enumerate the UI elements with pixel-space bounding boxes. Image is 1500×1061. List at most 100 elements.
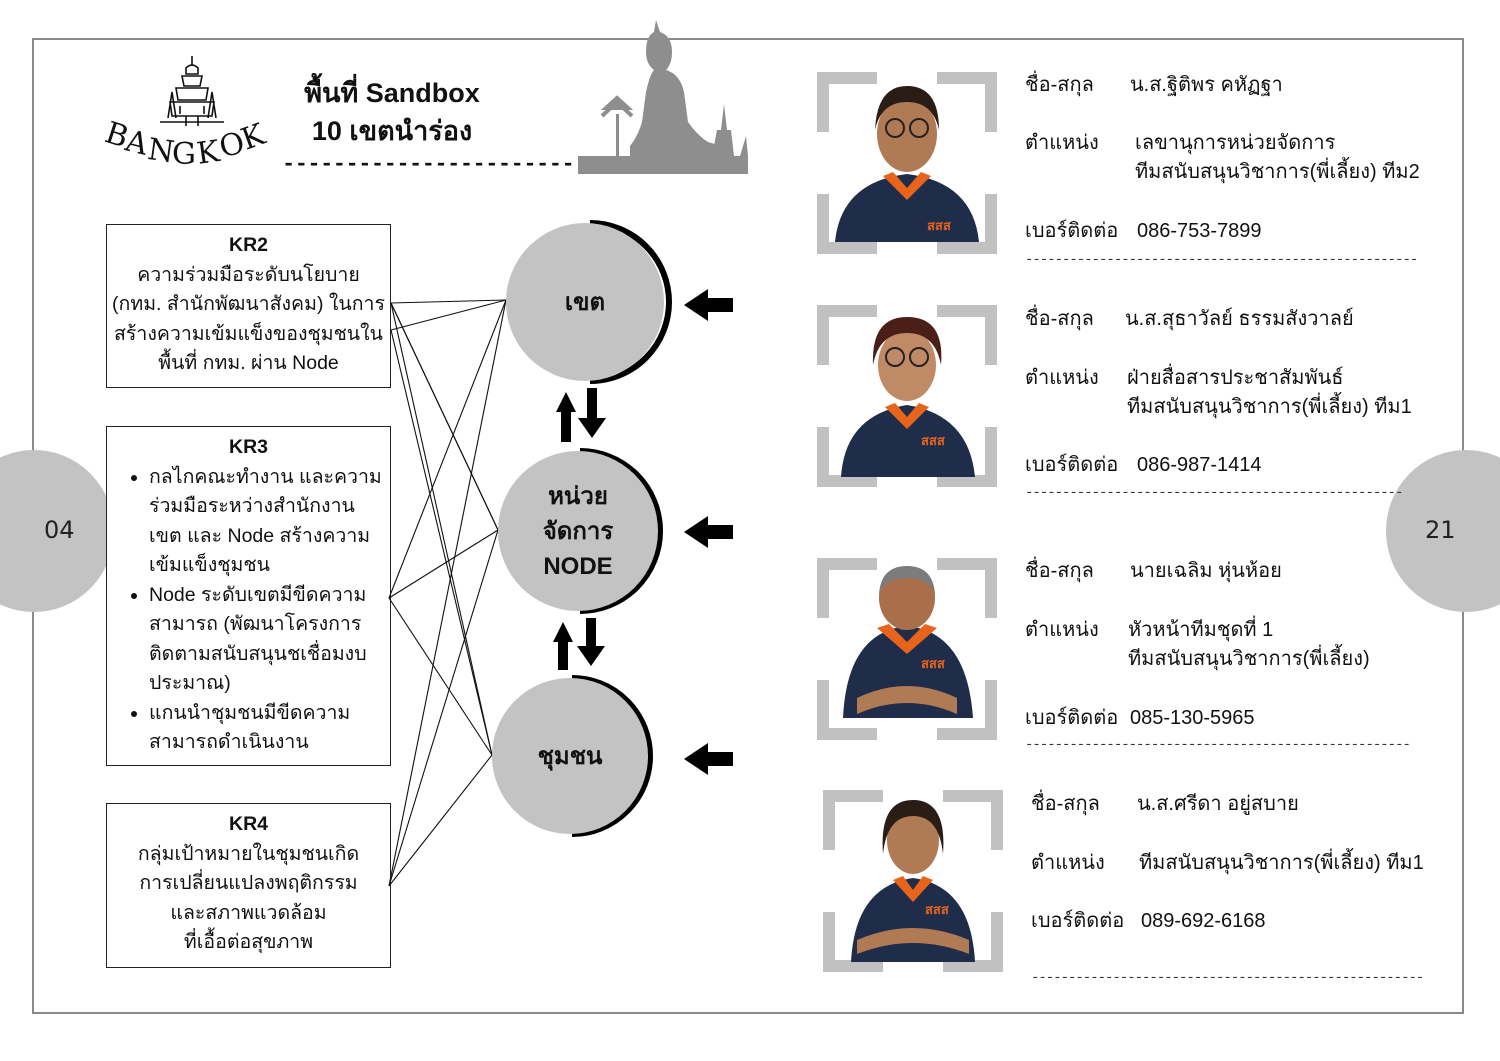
kr3-item: กลไกคณะทำงาน และความร่วมมือระหว่างสำนักง… bbox=[149, 463, 384, 581]
position-label: ตำแหน่ง bbox=[1025, 132, 1099, 154]
kr2-title: KR2 bbox=[228, 234, 268, 256]
kr4-box: KR4 กลุ่มเป้าหมายในชุมชนเกิด การเปลี่ยนแ… bbox=[106, 803, 391, 968]
person-phone: 086-753-7899 bbox=[1137, 220, 1262, 242]
shirt-logo: สสส bbox=[925, 903, 949, 918]
person-photo: สสส bbox=[817, 72, 997, 254]
unit-node-line: NODE bbox=[543, 552, 613, 580]
divider: ----------------------------------------… bbox=[1025, 485, 1403, 501]
divider: ----------------------------------------… bbox=[1025, 252, 1418, 268]
temple-icon bbox=[160, 56, 224, 126]
left-page-number: 04 bbox=[44, 516, 75, 544]
phone-label: เบอร์ติดต่อ bbox=[1025, 454, 1119, 476]
name-label: ชื่อ-สกุล bbox=[1025, 560, 1094, 582]
person-name: น.ส.สุธาวัลย์ ธรรมสังวาลย์ bbox=[1125, 308, 1354, 330]
name-label: ชื่อ-สกุล bbox=[1031, 793, 1100, 815]
connector-line bbox=[390, 299, 507, 304]
connector-line bbox=[388, 299, 507, 887]
person-info: ชื่อ-สกุล น.ส.ศรีดา อยู่สบาย ตำแหน่ง ทีม… bbox=[1031, 790, 1451, 960]
shirt-logo: สสส bbox=[927, 219, 951, 234]
person-info: ชื่อ-สกุล น.ส.สุธาวัลย์ ธรรมสังวาลย์ ตำแ… bbox=[1025, 305, 1445, 495]
position-label: ตำแหน่ง bbox=[1031, 852, 1105, 874]
down-arrow-icon bbox=[578, 388, 606, 438]
management-unit-node: หน่วย จัดการ NODE bbox=[498, 451, 658, 611]
person-name: นายเฉลิม หุ่นห้อย bbox=[1130, 560, 1282, 582]
vertical-arrows bbox=[553, 388, 606, 670]
up-arrow-icon bbox=[553, 622, 573, 670]
left-arrow-icon bbox=[684, 289, 733, 321]
person-position: หัวหน้าทีมชุดที่ 1 bbox=[1128, 619, 1274, 641]
person-info: ชื่อ-สกุล นายเฉลิม หุ่นห้อย ตำแหน่ง หัวห… bbox=[1025, 557, 1445, 747]
connector-line bbox=[388, 299, 507, 599]
bangkok-logo: B A N G K O K bbox=[101, 56, 270, 172]
connector-lines bbox=[388, 299, 507, 887]
person-info: ชื่อ-สกุล น.ส.ฐิติพร คหัฏฐา ตำแหน่ง เลขา… bbox=[1025, 71, 1445, 261]
kr3-item: แกนนำชุมชนมีขีดความสามารถดำเนินงาน bbox=[149, 699, 384, 758]
connector-line bbox=[388, 754, 493, 887]
kr4-title: KR4 bbox=[228, 813, 268, 835]
person-position: ทีมสนับสนุนวิชาการ(พี่เลี้ยง) ทีม1 bbox=[1127, 396, 1412, 418]
person-position: เลขานุการหน่วยจัดการ bbox=[1135, 132, 1336, 154]
community-node-label: ชุมชน bbox=[537, 742, 603, 770]
person-phone: 089-692-6168 bbox=[1141, 910, 1266, 932]
logo-letter: G bbox=[172, 137, 196, 172]
connector-line bbox=[388, 529, 499, 599]
kr3-box: KR3 กลไกคณะทำงาน และความร่วมมือระหว่างสำ… bbox=[106, 426, 391, 766]
district-node-label: เขต bbox=[564, 288, 606, 316]
portrait-icon: สสส bbox=[835, 86, 979, 242]
page-title: พื้นที่ Sandbox 10 เขตนำร่อง bbox=[282, 74, 502, 150]
divider: ----------------------------------------… bbox=[1025, 737, 1411, 753]
community-node: ชุมชน bbox=[492, 678, 648, 834]
node-arcs bbox=[571, 220, 672, 837]
divider: ----------------------------------------… bbox=[1031, 970, 1424, 986]
title-line-1: พื้นที่ Sandbox bbox=[304, 78, 480, 108]
connector-line bbox=[390, 302, 493, 756]
person-photo: สสส bbox=[817, 305, 997, 487]
node-arc bbox=[579, 448, 663, 614]
connector-line bbox=[390, 302, 499, 531]
person-position: ทีมสนับสนุนวิชาการ(พี่เลี้ยง) ทีม2 bbox=[1135, 161, 1420, 183]
shirt-logo: สสส bbox=[921, 434, 945, 449]
portrait-icon: สสส bbox=[843, 566, 973, 718]
person-name: น.ส.ฐิติพร คหัฏฐา bbox=[1130, 74, 1283, 96]
person-photo: สสส bbox=[817, 558, 997, 740]
portrait-icon: สสส bbox=[851, 800, 975, 962]
logo-letter: K bbox=[195, 134, 223, 172]
connector-line bbox=[388, 529, 499, 887]
phone-label: เบอร์ติดต่อ bbox=[1025, 220, 1119, 242]
unit-node-line: จัดการ bbox=[542, 517, 614, 545]
name-label: ชื่อ-สกุล bbox=[1025, 74, 1094, 96]
kr3-title: KR3 bbox=[228, 436, 268, 458]
person-position: ทีมสนับสนุนวิชาการ(พี่เลี้ยง) bbox=[1128, 648, 1370, 670]
unit-node-line: หน่วย bbox=[548, 482, 608, 510]
district-node: เขต bbox=[506, 223, 664, 381]
kr4-line: และสภาพแวดล้อม bbox=[170, 901, 327, 924]
person-position: ฝ่ายสื่อสารประชาสัมพันธ์ bbox=[1127, 367, 1344, 389]
kr4-line: กลุ่มเป้าหมายในชุมชนเกิด bbox=[137, 842, 360, 865]
name-label: ชื่อ-สกุล bbox=[1025, 308, 1094, 330]
kr4-line: การเปลี่ยนแปลงพฤติกรรม bbox=[139, 872, 358, 894]
left-arrow-icon bbox=[684, 516, 733, 548]
connector-line bbox=[390, 299, 507, 331]
right-page-number: 21 bbox=[1425, 516, 1456, 544]
kr2-box: KR2 ความร่วมมือระดับนโยบาย (กทม. สำนักพั… bbox=[106, 224, 391, 388]
kr4-line: ที่เอื้อต่อสุขภาพ bbox=[183, 931, 314, 953]
left-arrow-icon bbox=[684, 743, 733, 775]
person-name: น.ส.ศรีดา อยู่สบาย bbox=[1137, 793, 1299, 815]
person-photo: สสส bbox=[823, 790, 1003, 972]
connector-line bbox=[390, 329, 493, 756]
connector-line bbox=[388, 597, 493, 756]
node-arc bbox=[571, 675, 653, 837]
buddha-silhouette-icon bbox=[578, 20, 748, 174]
down-arrow-icon bbox=[577, 618, 605, 666]
logo-letter: N bbox=[146, 132, 177, 170]
up-arrow-icon bbox=[556, 392, 576, 442]
kr3-list: กลไกคณะทำงาน และความร่วมมือระหว่างสำนักง… bbox=[107, 463, 390, 758]
person-phone: 086-987-1414 bbox=[1137, 454, 1262, 476]
phone-label: เบอร์ติดต่อ bbox=[1031, 910, 1125, 932]
person-phone: 085-130-5965 bbox=[1130, 707, 1255, 729]
kr3-item: Node ระดับเขตมีขีดความสามารถ (พัฒนาโครงก… bbox=[149, 581, 384, 699]
kr2-text: ความร่วมมือระดับนโยบาย (กทม. สำนักพัฒนาส… bbox=[112, 263, 385, 375]
title-line-2: 10 เขตนำร่อง bbox=[311, 116, 473, 146]
phone-label: เบอร์ติดต่อ bbox=[1025, 707, 1119, 729]
